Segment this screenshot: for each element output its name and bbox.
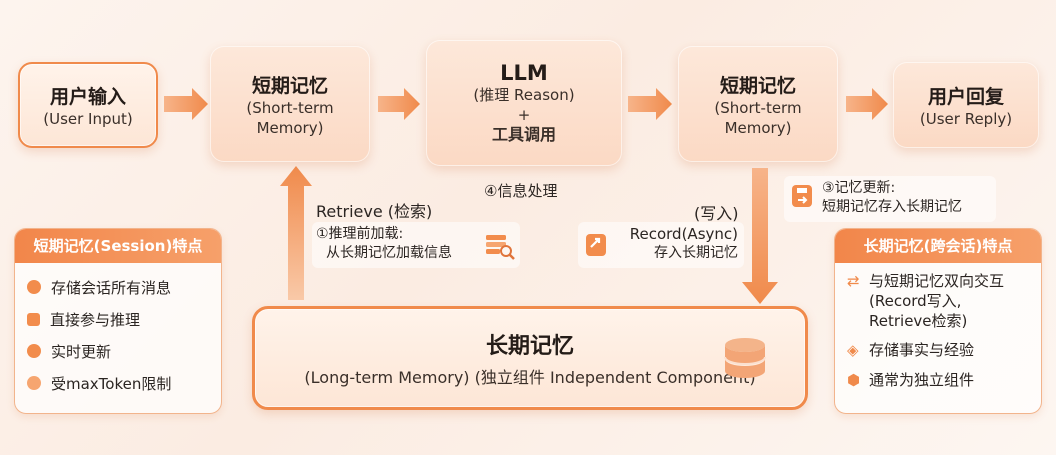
retrieve-line1: ①推理前加载:	[316, 226, 404, 242]
retrieve-note: ①推理前加载: 从长期记忆加载信息	[312, 222, 520, 268]
list-item-label: 直接参与推理	[50, 310, 141, 329]
list-item: 存储会话所有消息	[15, 271, 221, 303]
record-line1: Record(Async)	[629, 225, 738, 243]
list-item-label: 实时更新	[51, 342, 112, 361]
long-term-memory-box: 长期记忆 (Long-term Memory) (独立组件 Independen…	[252, 306, 808, 410]
arrow-record-down	[742, 168, 778, 304]
database-icon	[724, 338, 766, 378]
stm-right-title: 短期记忆	[719, 74, 796, 97]
record-write-icon	[586, 234, 606, 256]
user-input-sub: (User Input)	[43, 109, 133, 128]
record-note: Record(Async) 存入长期记忆	[578, 222, 744, 268]
user-reply-sub: (User Reply)	[919, 109, 1013, 128]
feature-line3: Retrieve检索)	[869, 312, 968, 330]
long-term-features-title: 长期记忆(跨会话)特点	[835, 229, 1041, 263]
llm-box: LLM (推理 Reason) + 工具调用	[426, 40, 622, 166]
stm-left-sub2: Memory)	[256, 118, 324, 137]
retrieve-title: Retrieve (检索)	[316, 202, 433, 221]
llm-tools: 工具调用	[491, 125, 556, 144]
list-item: 实时更新	[15, 335, 221, 367]
stm-right-sub2: Memory)	[724, 118, 792, 137]
list-item: 受maxToken限制	[15, 367, 221, 399]
list-item: ⬢ 通常为独立组件	[847, 365, 1041, 395]
arrow-input-to-stm	[164, 88, 208, 120]
user-reply-title: 用户回复	[927, 85, 1004, 108]
short-term-memory-right-box: 短期记忆 (Short-term Memory)	[678, 46, 838, 162]
retrieve-line2: 从长期记忆加载信息	[326, 245, 452, 261]
stm-right-sub1: (Short-term	[714, 98, 802, 117]
ltm-sub: (Long-term Memory) (独立组件 Independent Com…	[304, 368, 756, 387]
arrow-retrieve-up	[280, 166, 312, 300]
llm-sub: (推理 Reason)	[473, 86, 575, 104]
clock-icon	[27, 344, 41, 358]
record-line2: 存入长期记忆	[654, 245, 738, 261]
limit-icon	[27, 376, 41, 390]
user-reply-box: 用户回复 (User Reply)	[893, 62, 1039, 148]
list-item-label: 受maxToken限制	[51, 374, 172, 393]
component-icon: ⬢	[847, 371, 861, 389]
update-note: ③记忆更新: 短期记忆存入长期记忆	[784, 176, 996, 222]
list-item: 直接参与推理	[15, 303, 221, 335]
storage-icon	[27, 280, 41, 294]
list-item-label: 存储会话所有消息	[51, 278, 172, 297]
update-line2: 短期记忆存入长期记忆	[822, 199, 962, 215]
swap-icon: ⇄	[847, 272, 860, 290]
search-database-icon	[486, 235, 515, 260]
write-label: (写入)	[694, 204, 739, 223]
list-item-label: 通常为独立组件	[869, 371, 975, 389]
update-line1: ③记忆更新:	[822, 180, 896, 196]
stm-left-title: 短期记忆	[251, 74, 328, 97]
llm-title: LLM	[500, 61, 548, 85]
list-item: ◈ 存储事实与经验	[847, 335, 1041, 365]
arrow-llm-to-stm	[628, 88, 672, 120]
arrow-stm-to-llm	[378, 88, 420, 120]
user-input-box: 用户输入 (User Input)	[18, 62, 158, 148]
list-item-label: 存储事实与经验	[869, 341, 975, 359]
stm-left-sub1: (Short-term	[246, 98, 334, 117]
feature-line2: (Record写入,	[869, 292, 962, 310]
ltm-title: 长期记忆	[485, 334, 574, 359]
long-term-features-panel: 长期记忆(跨会话)特点 ⇄ 与短期记忆双向交互 (Record写入, Retri…	[834, 228, 1042, 414]
short-term-features-title: 短期记忆(Session)特点	[15, 229, 221, 263]
layers-icon: ◈	[847, 341, 859, 359]
process-label: ④信息处理	[484, 182, 558, 200]
short-term-features-panel: 短期记忆(Session)特点 存储会话所有消息 直接参与推理 实时更新 受ma…	[14, 228, 222, 414]
list-item: ⇄ 与短期记忆双向交互 (Record写入, Retrieve检索)	[847, 271, 1041, 331]
llm-plus: +	[517, 106, 531, 124]
user-input-title: 用户输入	[49, 85, 126, 108]
feature-line1: 与短期记忆双向交互	[869, 272, 1005, 290]
short-term-memory-left-box: 短期记忆 (Short-term Memory)	[210, 46, 370, 162]
reasoning-icon	[27, 312, 40, 326]
arrow-stm-to-reply	[846, 88, 888, 120]
save-update-icon	[792, 185, 812, 207]
